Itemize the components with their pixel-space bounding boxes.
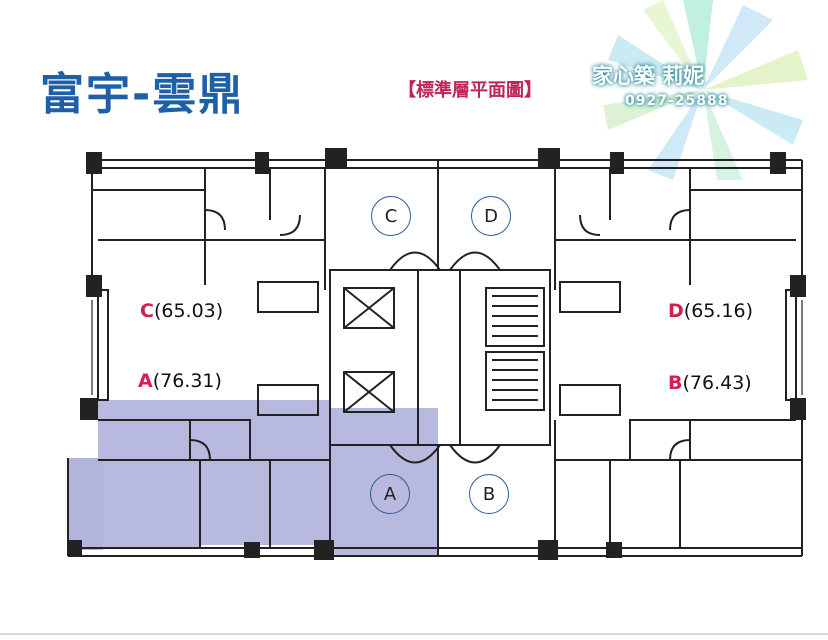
unit-area: (65.16)	[683, 300, 753, 322]
unit-letter: C	[140, 300, 154, 322]
unit-a-highlight	[68, 400, 438, 556]
bottom-divider	[0, 633, 828, 635]
light-burst-decoration	[603, 0, 808, 180]
unit-area: (76.31)	[152, 370, 222, 392]
unit-marker-d: D	[471, 196, 511, 236]
unit-label-c: C(65.03)	[140, 300, 223, 322]
brand-name: 家心築 莉妮	[592, 64, 705, 88]
unit-letter: A	[138, 370, 153, 392]
page-title: 富宇-雲鼎	[40, 69, 245, 120]
unit-area: (65.03)	[153, 300, 224, 322]
plan-subtitle: 【標準層平面圖】	[398, 80, 542, 101]
unit-label-b: B(76.43)	[668, 372, 752, 394]
unit-label-a: A(76.31)	[138, 370, 222, 392]
unit-letter: D	[668, 300, 684, 322]
brand-phone: 0927-25888	[625, 93, 729, 109]
unit-label-d: D(65.16)	[668, 300, 753, 322]
unit-marker-b: B	[469, 474, 509, 514]
unit-area: (76.43)	[682, 372, 752, 394]
unit-marker-c: C	[371, 196, 411, 236]
unit-a-highlight-left	[68, 458, 103, 550]
unit-letter: B	[668, 372, 683, 394]
unit-marker-a: A	[370, 474, 410, 514]
